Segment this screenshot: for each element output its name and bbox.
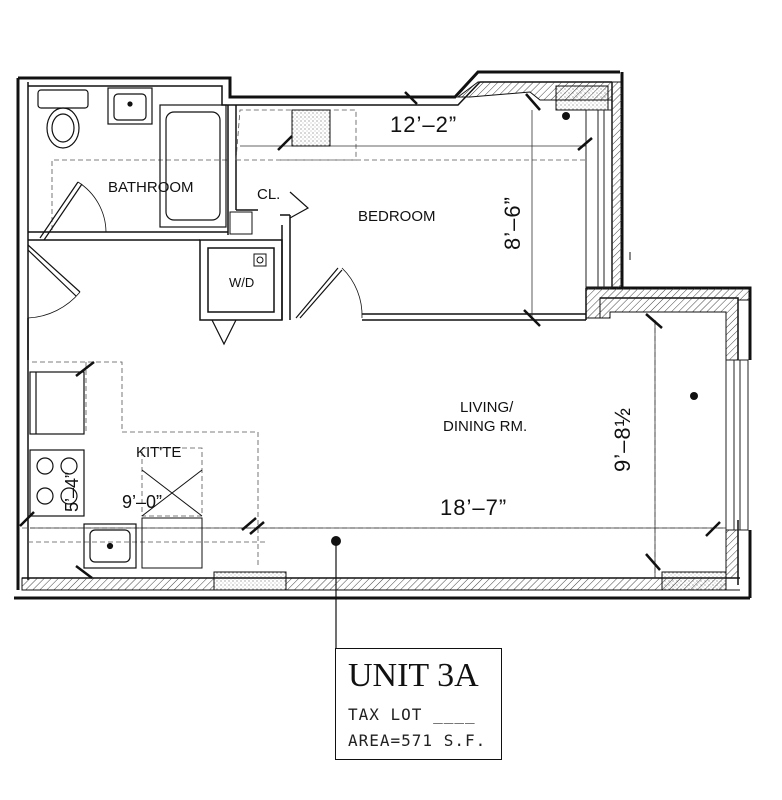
kitchenette-depth-dimension: 5’–4” (62, 472, 82, 512)
bathroom-sink (107, 87, 153, 125)
closet-label: CL. (257, 186, 280, 203)
bedroom-depth-dimension: 8’–6” (500, 196, 525, 250)
dimension-ticks (19, 91, 721, 579)
closet-shelf (229, 109, 331, 235)
stove (29, 449, 85, 517)
unit-title: UNIT 3A (348, 657, 479, 694)
kitchenette-width-dimension: 9’–0” (122, 492, 162, 512)
kitchen-sink (83, 523, 137, 569)
toilet (37, 89, 89, 149)
area-label: AREA=571 S.F. (348, 731, 487, 750)
wall-hatching (21, 81, 751, 591)
washer-dryer (253, 253, 267, 267)
kitchenette-label: KIT'TE (136, 444, 181, 461)
interior-walls (27, 105, 587, 360)
living-width-dimension: 18’–7” (440, 495, 507, 520)
living-depth-dimension: 9’–8½ (610, 407, 635, 472)
bedroom-label: BEDROOM (358, 208, 436, 225)
exterior-walls (14, 70, 752, 600)
bathroom-label: BATHROOM (108, 179, 194, 196)
washer-dryer-label: W/D (229, 275, 254, 290)
windows (585, 109, 749, 531)
ceiling-fixtures (331, 112, 698, 546)
dishwasher (141, 469, 203, 569)
bathtub (159, 104, 227, 228)
living-label-line2: DINING RM. (443, 418, 527, 435)
bedroom-width-dimension: 12’–2” (390, 112, 457, 137)
refrigerator (29, 371, 85, 435)
tax-lot-label: TAX LOT ____ (348, 705, 476, 724)
title-block: UNIT 3A TAX LOT ____ AREA=571 S.F. (335, 648, 502, 760)
living-label-line1: LIVING/ (460, 399, 514, 416)
doors (27, 181, 363, 346)
